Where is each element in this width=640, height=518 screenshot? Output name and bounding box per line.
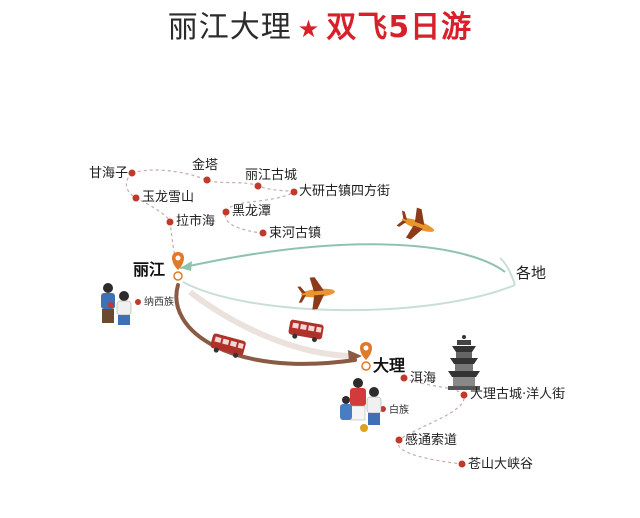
star-icon: ★ — [297, 15, 321, 43]
stop-label-cangshan-canyon: 苍山大峡谷 — [468, 457, 534, 472]
map-pin-icon-lijiang — [172, 252, 184, 281]
stop-label-dayan-square: 大研古镇四方街 — [299, 184, 391, 199]
stop-label-lashihai: 拉市海 — [176, 214, 216, 229]
flight-route-to-origin — [182, 281, 516, 312]
stop-label-lijiang-old-town: 丽江古城 — [245, 168, 298, 183]
bus-icon — [210, 333, 246, 358]
stop-dot-shuhe — [259, 229, 267, 237]
arrowhead-dali — [348, 350, 362, 362]
stop-dot-gantong-cableway — [395, 436, 403, 444]
origin-label: 各地 — [516, 264, 547, 282]
flight-route-to-lijiang — [179, 243, 506, 273]
stop-label-erhai: 洱海 — [410, 371, 437, 386]
city-label-lijiang: 丽江 — [133, 260, 166, 279]
city-label-dali: 大理 — [373, 356, 406, 375]
stop-dot-dali-old-town — [460, 391, 468, 399]
dali-stop-dots — [395, 374, 468, 468]
stop-label-ganhaizi: 甘海子 — [89, 166, 129, 181]
stop-dot-ganhaizi — [128, 169, 136, 177]
stop-label-yulong-snow-mountain: 玉龙雪山 — [142, 190, 195, 205]
people-illustration-bai — [340, 378, 382, 432]
stop-dot-lashihai — [166, 218, 174, 226]
lijiang-tour-path — [125, 169, 296, 261]
stop-label-shuhe: 束河古镇 — [269, 226, 322, 241]
title-tour-name: 双飞5日游 — [326, 10, 473, 45]
stop-dot-cangshan-canyon — [458, 460, 466, 468]
stop-dot-erhai — [400, 374, 408, 382]
pagoda-icon — [448, 335, 480, 390]
stop-label-dali-old-town: 大理古城·洋人街 — [470, 387, 566, 402]
ethnic-label-naxi: 纳西族 — [144, 297, 174, 308]
stop-label-jinta: 金塔 — [192, 158, 219, 173]
title-destinations: 丽江大理 — [167, 10, 292, 45]
people-illustration-naxi — [101, 283, 132, 325]
airplane-icon — [396, 207, 435, 240]
arrowhead-lijiang — [180, 261, 192, 271]
bai-marker-dot — [380, 406, 386, 412]
bus-icon — [288, 319, 324, 343]
stop-dot-lijiang-old-town — [254, 182, 262, 190]
stop-dot-heilongtan — [222, 208, 230, 216]
page-title: 丽江大理★双飞5日游 — [0, 8, 640, 49]
naxi-marker-dot — [135, 299, 141, 305]
lijiang-stop-dots — [128, 169, 298, 237]
stop-label-gantong-cableway: 感通索道 — [405, 433, 458, 448]
stop-dot-dayan-square — [290, 188, 298, 196]
stop-dot-jinta — [203, 176, 211, 184]
dali-tour-path — [397, 377, 465, 465]
ethnic-label-bai: 白族 — [389, 405, 409, 416]
map-pin-icon-dali — [360, 342, 372, 371]
stop-dot-yulong-snow-mountain — [132, 194, 140, 202]
stop-label-heilongtan: 黑龙潭 — [232, 204, 272, 219]
airplane-icon — [297, 277, 335, 310]
